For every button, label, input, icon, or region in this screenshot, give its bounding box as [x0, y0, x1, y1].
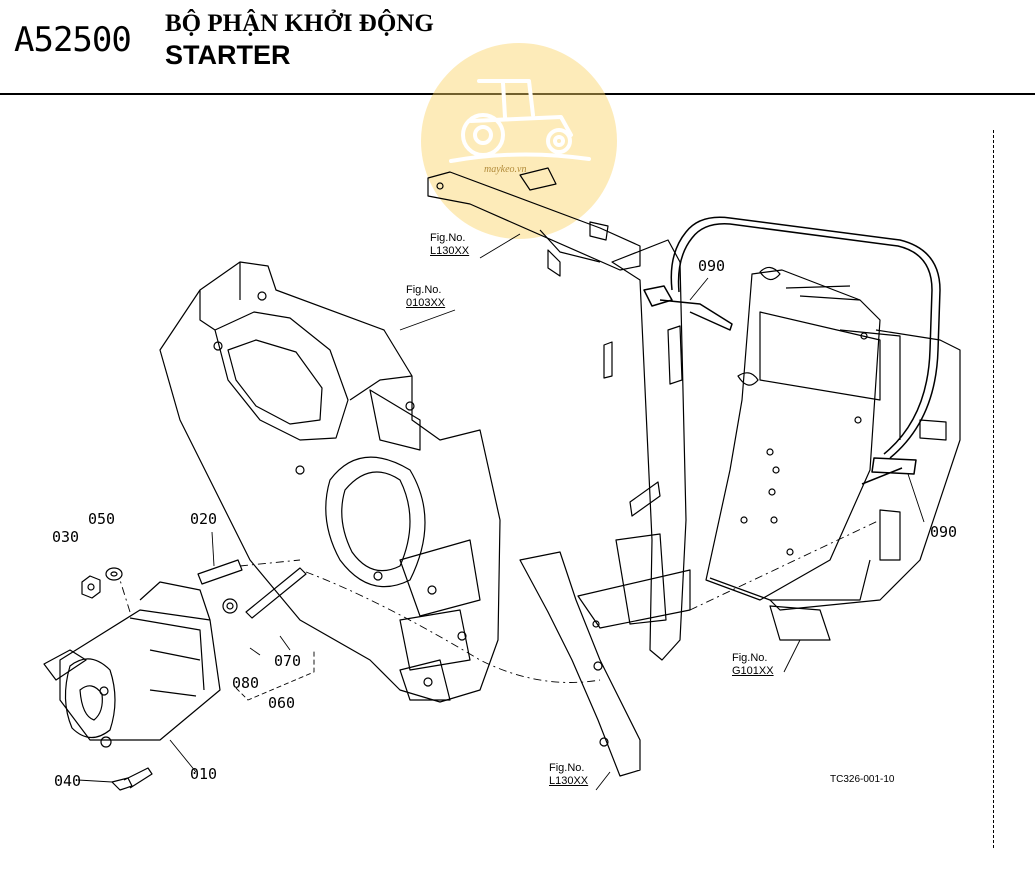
- flywheel-housing: [159, 261, 501, 703]
- label-020: 020: [190, 510, 218, 528]
- group-bracket-060: [235, 650, 315, 701]
- right-boundary-line: [993, 130, 994, 848]
- figref-housing-label: Fig.No.: [406, 284, 442, 296]
- figref-bottom-label: Fig.No.: [549, 762, 585, 774]
- starter-motor: [43, 581, 221, 748]
- title-vietnamese: BỘ PHẬN KHỞI ĐỘNG: [165, 10, 434, 37]
- label-010: 010: [190, 765, 218, 783]
- label-080: 080: [232, 674, 260, 692]
- figref-housing-number: 0103XX: [406, 297, 446, 309]
- page-header: A52500 BỘ PHẬN KHỞI ĐỘNG STARTER: [0, 0, 1035, 96]
- washer-050: [105, 567, 123, 581]
- header-rule: [0, 93, 1035, 95]
- battery-tray: [705, 266, 961, 641]
- battery-cable: [643, 216, 941, 485]
- figref-top-number: L130XX: [430, 245, 470, 257]
- label-030: 030: [52, 528, 80, 546]
- vertical-bracket: [603, 239, 687, 661]
- label-070: 070: [274, 652, 302, 670]
- label-040: 040: [54, 772, 82, 790]
- figref-top: Fig.No. L130XX: [430, 232, 469, 258]
- figref-bottom-number: L130XX: [549, 775, 589, 787]
- figref-right-label: Fig.No.: [732, 652, 768, 664]
- shaft-070: [245, 567, 307, 619]
- gear-080: [222, 598, 238, 614]
- figref-right: Fig.No. G101XX: [732, 652, 774, 678]
- title-english: STARTER: [165, 40, 291, 70]
- exploded-view-drawing: [43, 167, 961, 791]
- top-bracket: [427, 167, 641, 277]
- watermark-logo: [421, 43, 617, 239]
- figref-housing: Fig.No. 0103XX: [406, 284, 445, 310]
- drawing-code: TC326-001-10: [830, 774, 895, 785]
- lower-bracket: [519, 533, 691, 777]
- tractor-icon: [449, 79, 591, 163]
- label-060: 060: [268, 694, 296, 712]
- watermark-text: maykeo.vn: [484, 164, 527, 175]
- leader-lines: [77, 233, 925, 791]
- center-lines: [119, 519, 881, 683]
- figref-bottom: Fig.No. L130XX: [549, 762, 588, 788]
- figref-right-number: G101XX: [732, 665, 774, 677]
- label-050: 050: [88, 510, 116, 528]
- section-code: A52500: [14, 20, 132, 60]
- figref-top-label: Fig.No.: [430, 232, 466, 244]
- bolt-040: [111, 767, 153, 791]
- stud-020: [197, 559, 243, 585]
- nut-030: [81, 575, 101, 599]
- label-090-top: 090: [698, 257, 726, 275]
- label-090-right: 090: [930, 523, 958, 541]
